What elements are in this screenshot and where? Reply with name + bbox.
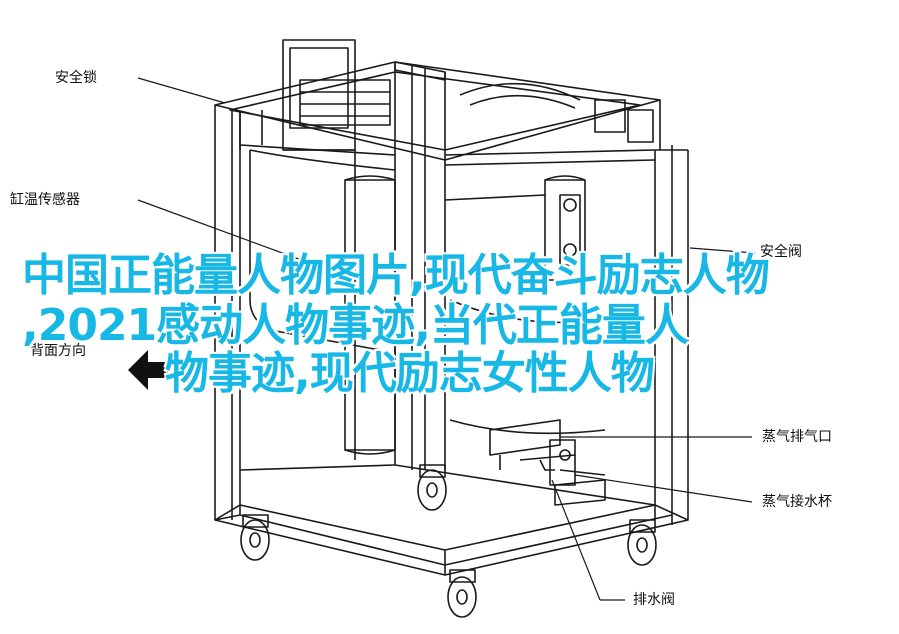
left-front-post (214, 105, 241, 521)
overlay-title-line-3: 物事迹,现代励志女性人物 (165, 348, 655, 399)
tank (249, 149, 606, 455)
back-posts (354, 100, 661, 460)
label-drain-valve: 排水阀 (633, 592, 675, 608)
valve-fitting (559, 194, 581, 266)
leader-lines (137, 77, 756, 601)
steam-outlet-box (489, 419, 606, 506)
label-safety-lock: 安全锁 (55, 70, 97, 86)
back-direction-arrow (128, 350, 168, 390)
label-back-direction: 背面方向 (30, 343, 86, 359)
middle-rails (239, 144, 656, 471)
top-frame (214, 61, 661, 161)
overlay-title-line-2: ,2021感动人物事迹,当代正能量人 (22, 300, 689, 351)
label-steam-outlet: 蒸气排气口 (762, 429, 832, 445)
casters (240, 464, 657, 618)
overlay-title-line-1: 中国正能量人物图片,现代奋斗励志人物 (22, 250, 770, 301)
label-steam-water-cup: 蒸气接水杯 (762, 494, 832, 510)
label-tank-temp-sensor: 缸温传感器 (10, 192, 80, 208)
label-safety-valve: 安全阀 (760, 244, 802, 260)
